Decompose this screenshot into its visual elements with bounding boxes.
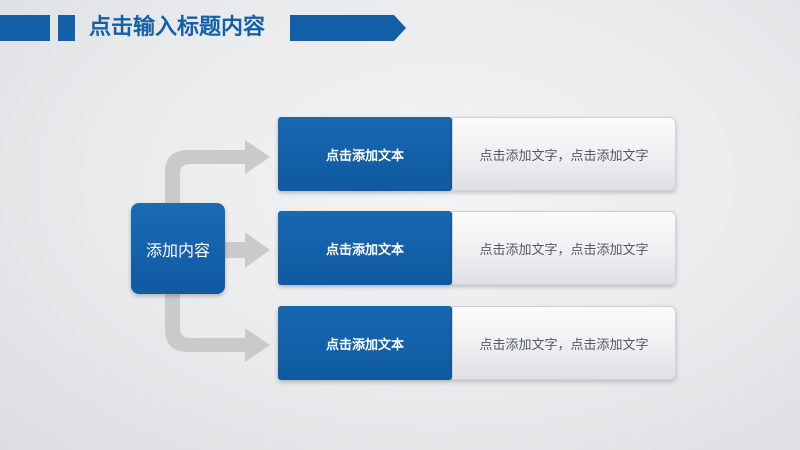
row-1-label[interactable]: 点击添加文本 [278, 117, 452, 191]
header-accent-bar [0, 15, 50, 41]
row-2-label[interactable]: 点击添加文本 [278, 211, 452, 285]
row-2-text[interactable]: 点击添加文字，点击添加文字 [452, 211, 676, 285]
row-3-label[interactable]: 点击添加文本 [278, 306, 452, 380]
page-title[interactable]: 点击输入标题内容 [89, 15, 266, 40]
connector-trunk [165, 140, 270, 362]
row-1-text[interactable]: 点击添加文字，点击添加文字 [452, 117, 676, 191]
header-accent-square [58, 15, 75, 41]
connector-middle-arrow [225, 232, 270, 268]
hub-node[interactable]: 添加内容 [131, 203, 225, 294]
row-3-text[interactable]: 点击添加文字，点击添加文字 [452, 306, 676, 380]
header-arrow-icon [290, 15, 406, 41]
